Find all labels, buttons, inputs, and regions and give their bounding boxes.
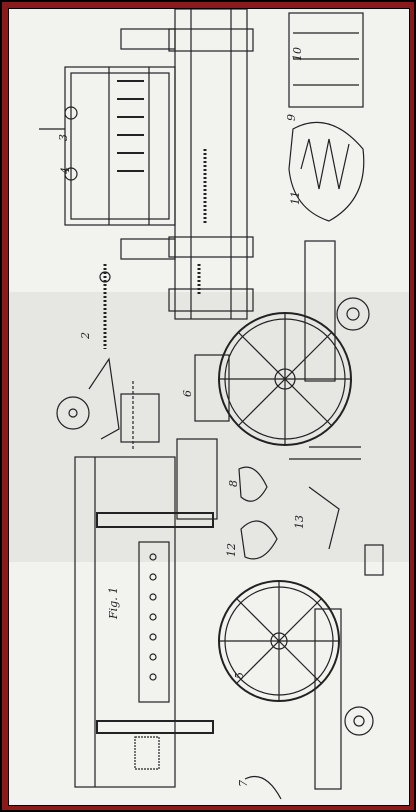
shaft-assembly	[168, 9, 254, 320]
fig-3-label: 3	[57, 134, 70, 141]
loom-frame-top	[39, 28, 176, 260]
fig-10-label: 10	[291, 47, 304, 61]
fig-8-label: 8	[227, 480, 240, 487]
fig-6-label: 6	[181, 390, 194, 397]
fig-7-label: 7	[237, 780, 250, 787]
detail-figures-middle	[238, 446, 384, 576]
fig-2-label: 2	[79, 332, 92, 339]
detail-figures-top-right	[288, 12, 365, 222]
engraving-plate: Fig. 1 2 3 4 5 6 7 8 9 10 11 12 13	[8, 8, 410, 806]
fig-11-label: 11	[289, 191, 302, 205]
fig-5-label: 5	[233, 672, 246, 679]
fig-12-label: 12	[225, 543, 238, 557]
machinery-drawing	[9, 9, 409, 800]
fig-13-label: 13	[293, 515, 306, 529]
fig-1-label: Fig. 1	[107, 586, 120, 619]
flywheel-lower	[218, 580, 374, 800]
fig-4-label: 4	[59, 167, 72, 174]
loom-bed-fig1	[74, 438, 218, 788]
fig-9-label: 9	[285, 114, 298, 121]
spindle-screw	[99, 264, 111, 349]
flywheel-middle	[194, 240, 370, 446]
winding-stand	[56, 357, 160, 449]
